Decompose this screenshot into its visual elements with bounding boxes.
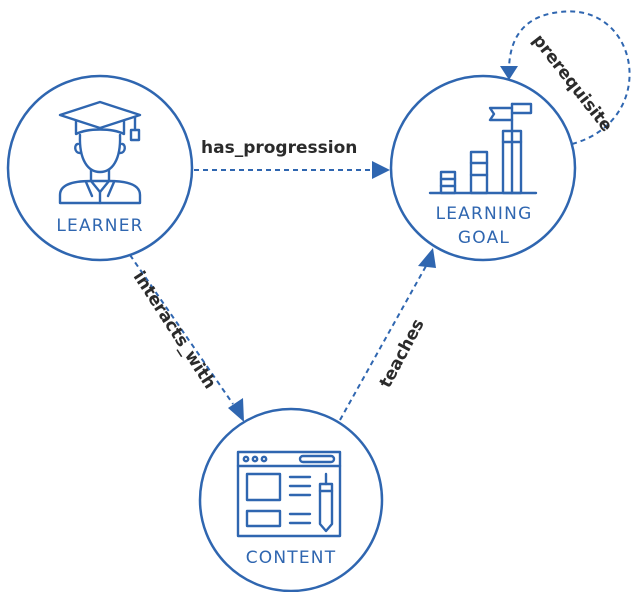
content-label: CONTENT	[246, 548, 337, 568]
learning-goal-label-line2: GOAL	[458, 228, 510, 248]
learning-goal-circle	[389, 74, 577, 262]
prerequisite-loop-line	[507, 10, 631, 145]
has-progression-label: has_progression	[201, 138, 357, 158]
content-circle	[198, 407, 384, 592]
graduate-icon	[58, 100, 142, 205]
edge-has-progression: has_progression	[194, 138, 390, 179]
interacts-with-line	[129, 254, 234, 405]
learning-goal-label-line1: LEARNING	[436, 204, 533, 224]
interacts-with-arrowhead	[228, 398, 244, 422]
teaches-label: teaches	[376, 316, 429, 392]
edge-interacts-with: interacts_with	[129, 254, 244, 422]
learner-label: LEARNER	[56, 216, 143, 236]
has-progression-arrowhead	[372, 161, 390, 179]
edge-teaches: teaches	[339, 248, 436, 421]
node-learning-goal[interactable]: LEARNING GOAL	[389, 74, 577, 262]
node-content[interactable]: CONTENT	[198, 407, 384, 592]
teaches-arrowhead	[418, 248, 436, 268]
webpage-pencil-icon	[236, 450, 342, 538]
learner-circle	[6, 74, 194, 262]
bar-chart-flag-icon	[428, 102, 538, 195]
node-learner[interactable]: LEARNER	[6, 74, 194, 262]
interacts-with-label: interacts_with	[129, 268, 220, 393]
prerequisite-arrowhead	[500, 66, 518, 80]
teaches-line	[339, 265, 427, 421]
